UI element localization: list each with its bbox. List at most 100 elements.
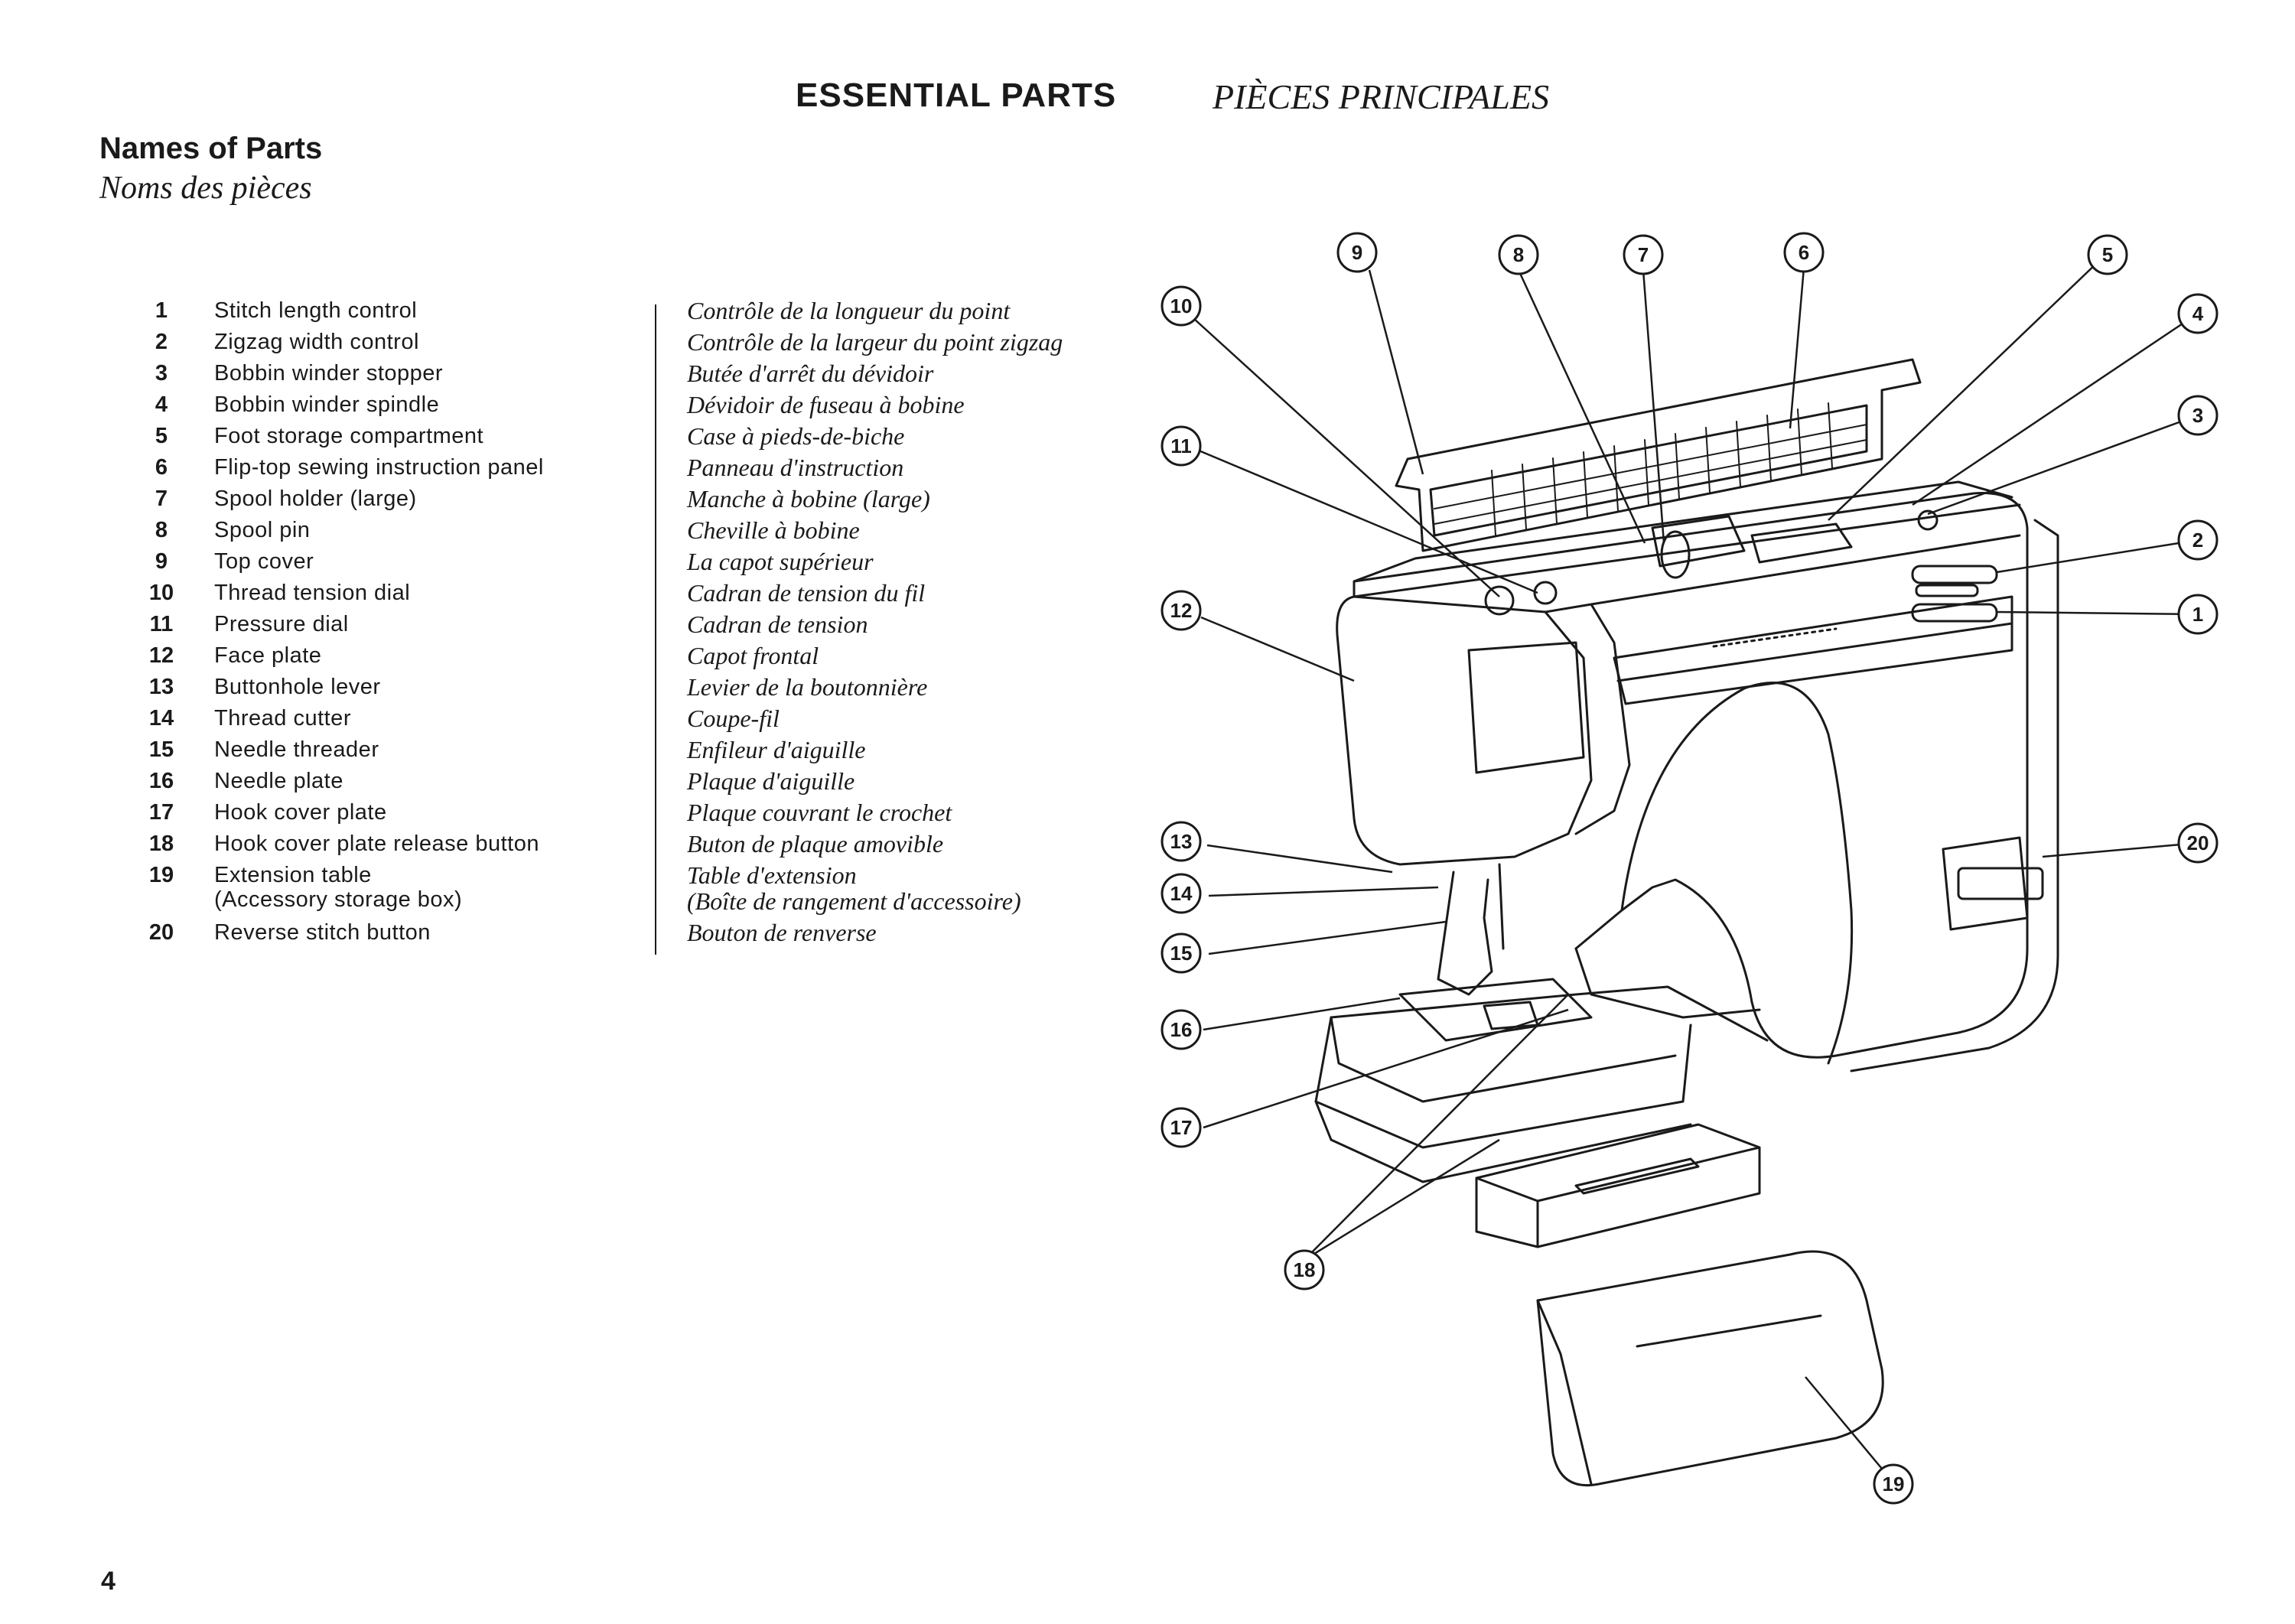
list-item: Capot frontal [687,642,819,669]
part-name: Spool holder (large) [214,487,417,511]
part-number: 5 [155,424,168,448]
part-number: 18 [148,832,174,856]
arm-throat [1620,682,1854,1065]
list-item: Cheville à bobine [687,516,860,544]
callout-14 [1161,873,1202,914]
callout-label: 4 [2192,302,2204,325]
part-name: Stitch length control [214,298,418,323]
part-name: Face plate [214,643,322,668]
page-title-english: ESSENTIAL PARTS [796,76,1117,114]
list-item: Coupe-fil [687,705,780,732]
part-number: 7 [155,487,168,511]
part-name-continued: (Accessory storage box) [214,887,463,912]
callout-label: 16 [1170,1018,1193,1041]
list-item-continued: (Boîte de rangement d'accessoire) [687,887,1021,915]
callout-label: 12 [1170,599,1193,622]
list-item: Levier de la boutonnière [687,673,928,701]
part-name: Spool pin [214,518,311,542]
thread-tension-dial [1484,585,1515,616]
callout-12 [1161,590,1202,631]
accessory-storage-box [1536,1250,1884,1487]
callout-label: 13 [1170,830,1193,853]
part-name: Hook cover plate [214,800,387,825]
list-item: Butée d'arrêt du dévidoir [687,360,934,387]
part-name: Top cover [214,549,314,574]
part-number: 12 [148,643,174,668]
callout-15 [1161,932,1202,974]
column-divider [655,304,656,955]
part-number: 9 [155,549,168,574]
callout-label: 19 [1883,1473,1905,1495]
list-item: La capot supérieur [687,548,874,575]
part-number: 1 [155,298,168,323]
face-plate [1336,595,1593,866]
reverse-stitch-button [1957,867,2044,900]
callout-label: 15 [1170,942,1193,965]
callout-label: 9 [1352,241,1362,264]
part-number: 13 [148,675,174,699]
callout-4 [2177,293,2218,334]
presser-foot [1437,871,1493,996]
part-number: 11 [149,612,174,636]
part-name: Extension table [214,863,372,887]
machine-body [1353,492,2029,1059]
part-number: 6 [155,455,168,480]
zigzag-width-dial [1911,565,1998,584]
part-number: 15 [148,737,174,762]
callout-9 [1336,232,1378,273]
list-item: Case à pieds-de-biche [687,422,905,450]
callout-label: 6 [1799,241,1809,264]
list-item: Plaque couvrant le crochet [687,799,952,826]
part-number: 2 [155,330,168,354]
part-number: 16 [148,769,174,793]
callout-3 [2177,395,2218,436]
part-name: Buttonhole lever [214,675,381,699]
stitch-length-dial [1911,603,1998,623]
page-title-french: PIÈCES PRINCIPALES [1213,77,1549,116]
part-name: Needle threader [214,737,379,762]
callout-8 [1498,234,1539,275]
bobbin-winder-spindle [1917,509,1939,531]
part-number: 4 [155,392,168,417]
callout-1 [2177,594,2218,635]
callout-20 [2177,822,2218,864]
callout-2 [2177,519,2218,561]
extension-table [1475,1123,1761,1248]
part-name: Thread cutter [214,706,351,731]
part-name: Flip-top sewing instruction panel [214,455,544,480]
part-name: Needle plate [214,769,343,793]
callout-19 [1873,1463,1914,1505]
list-item: Panneau d'instruction [687,454,904,481]
part-number: 17 [148,800,174,825]
callout-label: 7 [1638,243,1649,266]
callout-17 [1161,1107,1202,1148]
callout-6 [1783,232,1825,273]
part-name: Reverse stitch button [214,920,431,945]
callout-label: 18 [1294,1258,1316,1281]
part-name: Thread tension dial [214,581,411,605]
list-item: Contrôle de la largeur du point zigzag [687,328,1063,356]
part-number: 10 [148,581,174,605]
callout-label: 1 [2192,603,2203,626]
list-item: Cadran de tension [687,610,868,638]
callout-label: 17 [1170,1116,1193,1139]
part-name: Foot storage compartment [214,424,484,448]
pressure-dial [1533,581,1558,605]
callout-label: 11 [1170,434,1192,457]
callout-label: 3 [2192,404,2203,427]
callout-label: 2 [2192,529,2203,552]
callout-7 [1623,234,1664,275]
callout-18 [1284,1249,1325,1290]
callout-13 [1161,821,1202,862]
callout-10 [1161,285,1202,327]
list-item: Contrôle de la longueur du point [687,297,1011,324]
part-number: 8 [155,518,168,542]
list-item: Cadran de tension du fil [687,579,926,607]
spool-holder [1651,515,1746,568]
part-name: Pressure dial [214,612,349,636]
list-item: Bouton de renverse [687,919,877,946]
part-number: 19 [148,863,174,887]
callout-label: 14 [1170,882,1193,905]
part-number: 20 [148,920,174,945]
callout-16 [1161,1009,1202,1050]
